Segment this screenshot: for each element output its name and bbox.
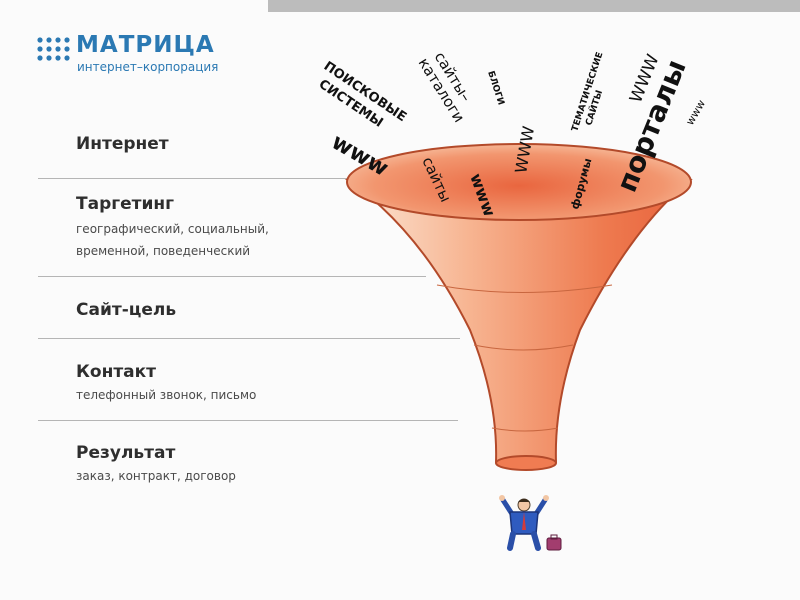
top-bar <box>268 0 800 12</box>
stage-title: Контакт <box>76 362 157 382</box>
stage-internet: Интернет <box>76 134 169 154</box>
stage-site-target: Сайт-цель <box>76 300 176 320</box>
funnel-band <box>473 344 574 351</box>
divider <box>38 276 426 277</box>
divider <box>38 338 460 339</box>
stage-title: Интернет <box>76 134 169 154</box>
stage-description: географический, социальный, <box>76 222 269 236</box>
stage-description: временной, поведенческий <box>76 244 251 258</box>
funnel-body <box>344 179 693 469</box>
logo-subtitle: интернет–корпорация <box>77 60 219 74</box>
stage-title: Результат <box>76 443 176 463</box>
funnel-spout <box>495 455 557 471</box>
funnel-word: www <box>683 98 708 128</box>
stage-contact: Контакт телефонный звонок, письмо <box>76 362 256 406</box>
matrix-dots-icon <box>37 37 70 61</box>
stage-description: телефонный звонок, письмо <box>76 388 257 402</box>
stage-description: заказ, контракт, договор <box>76 469 236 483</box>
funnel-band <box>436 284 613 293</box>
funnel-band <box>491 427 559 432</box>
funnel-word: БЛОГИ <box>485 70 505 107</box>
stage-result: Результат заказ, контракт, договор <box>76 443 236 487</box>
stage-title: Таргетинг <box>76 194 175 214</box>
funnel-mouth <box>346 143 692 221</box>
logo: МАТРИЦА интернет–корпорация <box>36 32 266 76</box>
stage-targeting: Таргетинг географический, социальный, вр… <box>76 194 269 262</box>
businessman-icon <box>499 495 562 551</box>
stage-title: Сайт-цель <box>76 300 177 320</box>
divider <box>38 178 348 179</box>
divider <box>38 420 458 421</box>
logo-name: МАТРИЦА <box>76 32 215 58</box>
